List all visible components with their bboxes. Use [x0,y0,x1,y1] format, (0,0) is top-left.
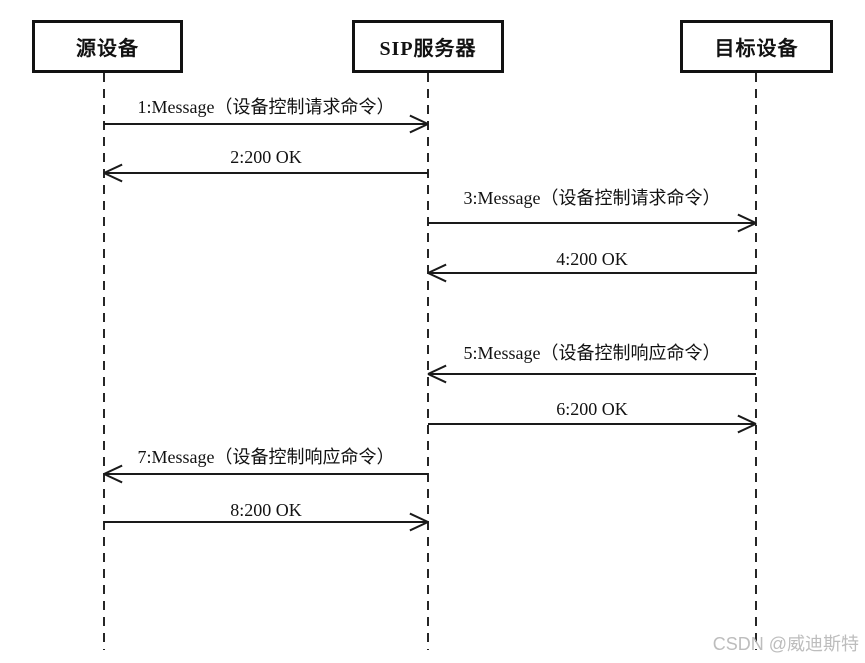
message-4-label: 4:200 OK [556,249,628,269]
message-3-arrow-right-icon [428,213,757,233]
message-5: 5:Message（设备控制响应命令） [427,342,756,384]
message-2-arrow-left-icon [103,163,428,183]
message-7-arrow-left-icon [103,464,428,484]
actor-box-sip-server: SIP服务器 [352,20,504,73]
actor-label-target: 目标设备 [714,38,799,60]
message-1: 1:Message（设备控制请求命令） [104,96,429,134]
message-2-label: 2:200 OK [230,147,302,167]
csdn-watermark: CSDN @威迪斯特 [712,634,859,654]
message-8-label: 8:200 OK [230,500,302,520]
message-1-arrow-right-icon [104,114,429,134]
actor-label-sip-server: SIP服务器 [379,38,477,60]
message-7: 7:Message（设备控制响应命令） [103,446,428,484]
message-6-label: 6:200 OK [556,399,628,419]
message-4: 4:200 OK [427,248,756,283]
message-6-arrow-right-icon [428,414,757,434]
message-6: 6:200 OK [428,398,757,434]
actor-label-source: 源设备 [76,38,139,60]
actor-box-source: 源设备 [32,20,183,73]
message-3: 3:Message（设备控制请求命令） [428,187,757,233]
lifeline-source [103,73,105,650]
message-2: 2:200 OK [103,146,428,183]
message-7-label: 7:Message（设备控制响应命令） [137,447,395,467]
message-5-label: 5:Message（设备控制响应命令） [463,343,721,363]
message-4-arrow-left-icon [427,263,756,283]
message-8: 8:200 OK [104,499,429,532]
message-8-arrow-right-icon [104,512,429,532]
lifeline-sip-server [427,73,429,650]
lifeline-target [755,73,757,650]
message-5-arrow-left-icon [427,364,756,384]
message-1-label: 1:Message（设备控制请求命令） [137,97,395,117]
actor-box-target: 目标设备 [680,20,833,73]
message-3-label: 3:Message（设备控制请求命令） [463,188,721,208]
